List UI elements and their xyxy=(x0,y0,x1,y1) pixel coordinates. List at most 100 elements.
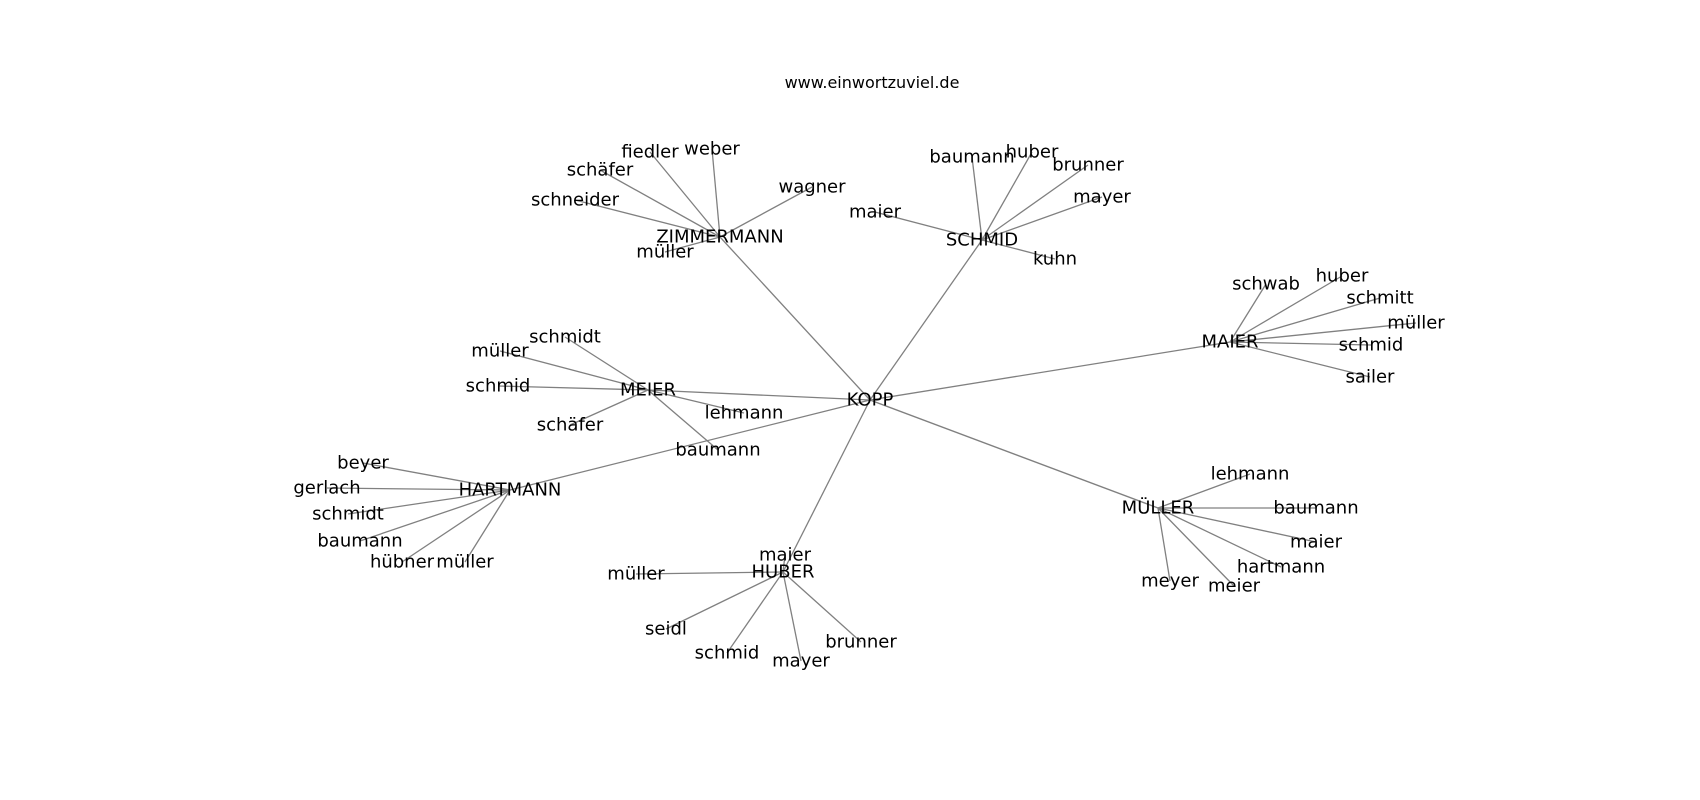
leaf-node-schmid-3: mayer xyxy=(1073,187,1131,208)
leaf-node-huber-4: mayer xyxy=(772,651,830,672)
leaf-node-hartmann-4: hübner xyxy=(370,552,435,573)
site-title: www.einwortzuviel.de xyxy=(785,73,960,92)
edge-zimmermann-1 xyxy=(711,148,721,238)
leaf-node-huber-5: brunner xyxy=(825,632,897,653)
edge-root-mueller xyxy=(869,399,1159,509)
edge-zimmermann-0 xyxy=(649,151,721,238)
leaf-node-mueller-3: hartmann xyxy=(1237,557,1325,578)
leaf-node-schmid-2: brunner xyxy=(1052,155,1124,176)
edge-huber-1 xyxy=(635,571,784,575)
leaf-node-zimmermann-3: wagner xyxy=(778,177,846,198)
edge-schmid-1 xyxy=(981,151,1033,241)
edge-hartmann-0 xyxy=(362,462,511,491)
edge-zimmermann-4 xyxy=(574,199,721,238)
edge-huber-3 xyxy=(726,571,784,654)
leaf-node-mueller-4: meyer xyxy=(1141,571,1199,592)
edge-mueller-0 xyxy=(1157,473,1251,509)
leaf-node-meier-5: baumann xyxy=(675,440,760,461)
hub-node-meier: MEIER xyxy=(620,380,676,401)
leaf-node-mueller-0: lehmann xyxy=(1211,464,1290,485)
edge-maier-0 xyxy=(1229,283,1267,343)
leaf-node-maier-2: schmitt xyxy=(1346,288,1413,309)
edge-maier-5 xyxy=(1229,341,1371,378)
edge-huber-0 xyxy=(782,554,786,573)
leaf-node-meier-2: schmid xyxy=(466,376,531,397)
edge-huber-4 xyxy=(782,571,802,662)
leaf-node-mueller-5: meier xyxy=(1208,576,1261,597)
leaf-node-huber-0: maier xyxy=(759,545,812,566)
edge-maier-1 xyxy=(1229,275,1343,343)
edge-maier-2 xyxy=(1229,297,1381,343)
edge-schmid-4 xyxy=(874,211,983,241)
leaf-node-zimmermann-5: müller xyxy=(636,242,694,263)
edge-huber-2 xyxy=(665,571,784,630)
edge-schmid-2 xyxy=(981,164,1089,241)
leaf-node-zimmermann-4: schneider xyxy=(531,190,620,211)
leaf-node-huber-1: müller xyxy=(607,564,665,585)
edge-zimmermann-2 xyxy=(599,169,721,238)
edge-meier-3 xyxy=(569,389,649,426)
edge-schmid-5 xyxy=(981,239,1056,260)
edge-mueller-5 xyxy=(1157,507,1235,587)
leaf-node-meier-3: schäfer xyxy=(537,415,604,436)
leaf-node-hartmann-2: schmidt xyxy=(312,504,384,525)
leaf-node-meier-0: schmidt xyxy=(529,327,601,348)
edge-zimmermann-3 xyxy=(719,186,813,238)
root-node-label: KOPP xyxy=(847,390,894,411)
leaf-node-schmid-1: huber xyxy=(1006,142,1059,163)
edge-schmid-3 xyxy=(981,196,1103,241)
leaf-node-hartmann-0: beyer xyxy=(337,453,389,474)
leaf-node-hartmann-1: gerlach xyxy=(293,478,360,499)
edge-schmid-0 xyxy=(971,156,983,241)
edge-root-hartmann xyxy=(509,399,871,491)
leaf-node-maier-3: müller xyxy=(1387,313,1445,334)
leaf-node-maier-0: schwab xyxy=(1232,274,1300,295)
edge-zimmermann-5 xyxy=(664,236,721,253)
edge-maier-4 xyxy=(1229,341,1372,346)
leaf-node-hartmann-3: baumann xyxy=(317,531,402,552)
leaf-node-zimmermann-1: weber xyxy=(684,139,740,160)
leaf-node-schmid-5: kuhn xyxy=(1033,249,1077,270)
leaf-node-mueller-1: baumann xyxy=(1273,498,1358,519)
edge-hartmann-4 xyxy=(401,489,511,563)
edge-root-huber xyxy=(782,399,871,573)
edge-root-zimmermann xyxy=(719,236,871,401)
edge-meier-0 xyxy=(564,336,649,391)
edge-hartmann-2 xyxy=(347,489,511,515)
leaf-node-schmid-4: maier xyxy=(849,202,902,223)
leaf-node-zimmermann-0: fiedler xyxy=(621,142,679,163)
leaf-node-maier-1: huber xyxy=(1316,266,1369,287)
leaf-node-mueller-2: maier xyxy=(1290,532,1343,553)
leaf-node-huber-2: seidl xyxy=(645,619,687,640)
hub-node-hartmann: HARTMANN xyxy=(459,480,562,501)
edge-mueller-2 xyxy=(1157,507,1317,543)
edge-hartmann-3 xyxy=(359,489,511,542)
edge-meier-4 xyxy=(647,389,745,414)
hub-node-maier: MAIER xyxy=(1201,332,1258,353)
leaf-node-maier-5: sailer xyxy=(1346,367,1395,388)
leaf-node-maier-4: schmid xyxy=(1339,335,1404,356)
edge-meier-2 xyxy=(497,385,649,391)
edge-root-meier xyxy=(647,389,871,401)
edge-meier-1 xyxy=(499,350,649,391)
edge-layer xyxy=(326,148,1417,662)
leaf-node-huber-3: schmid xyxy=(695,643,760,664)
edge-mueller-3 xyxy=(1157,507,1282,568)
hub-node-huber: HUBER xyxy=(752,562,815,583)
leaf-node-meier-1: müller xyxy=(471,341,529,362)
edge-mueller-4 xyxy=(1157,507,1171,582)
edge-huber-5 xyxy=(782,571,862,643)
hub-node-zimmermann: ZIMMERMANN xyxy=(656,227,783,248)
leaf-node-schmid-0: baumann xyxy=(929,147,1014,168)
hub-node-schmid: SCHMID xyxy=(946,230,1018,251)
edge-root-schmid xyxy=(869,239,983,401)
edge-meier-5 xyxy=(647,389,719,451)
leaf-node-zimmermann-2: schäfer xyxy=(567,160,634,181)
edge-hartmann-5 xyxy=(464,489,511,563)
leaf-node-meier-4: lehmann xyxy=(705,403,784,424)
leaf-node-hartmann-5: müller xyxy=(436,552,494,573)
edge-maier-3 xyxy=(1229,322,1417,343)
edge-hartmann-1 xyxy=(326,487,511,491)
